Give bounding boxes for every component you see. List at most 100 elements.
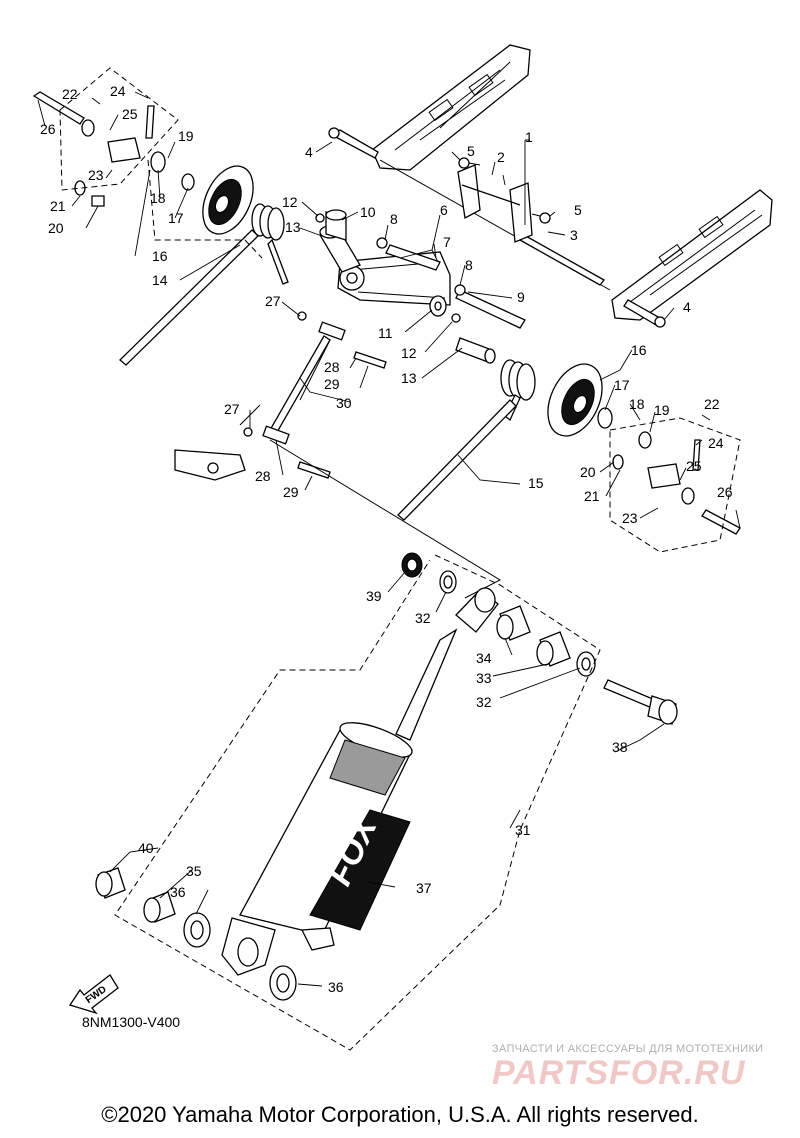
- callout-31: 31: [515, 822, 531, 838]
- watermark-logo: PARTSFOR.RU: [492, 1054, 746, 1092]
- callout-29a: 29: [324, 376, 340, 392]
- callout-10: 10: [360, 204, 376, 220]
- shock-eye-top: [455, 587, 499, 633]
- callout-33: 33: [476, 670, 492, 686]
- callout-13b: 13: [401, 370, 417, 386]
- small-parts-right: [597, 407, 741, 535]
- callout-26a: 26: [40, 121, 56, 137]
- spring-arm-15: [397, 399, 517, 521]
- washer-32-bottom: [576, 651, 596, 677]
- callout-3: 3: [570, 227, 578, 243]
- group-22-right: [609, 417, 741, 553]
- callout-27b: 27: [224, 401, 240, 417]
- watermark-tagline: ЗАПЧАСТИ И АКСЕССУАРЫ ДЛЯ МОТОТЕХНИКИ: [492, 1043, 764, 1055]
- frame-rail-lower: [611, 189, 773, 321]
- callout-23a: 23: [88, 167, 104, 183]
- callout-16b: 16: [631, 342, 647, 358]
- callout-2: 2: [497, 149, 505, 165]
- spring-arm-14: [119, 229, 259, 366]
- callout-5a: 5: [467, 143, 475, 159]
- callout-22b: 22: [704, 396, 720, 412]
- callout-9: 9: [517, 289, 525, 305]
- bushing-36-top: [183, 912, 211, 948]
- callout-19b: 19: [654, 402, 670, 418]
- collar-33: [536, 631, 571, 667]
- callout-17b: 17: [614, 377, 630, 393]
- callout-23b: 23: [622, 510, 638, 526]
- shock-rod: [395, 628, 458, 741]
- collar-40: [95, 867, 126, 899]
- bushing-39: [401, 552, 423, 578]
- group-31-shock: [114, 554, 601, 1051]
- callout-21a: 21: [50, 198, 66, 214]
- callout-26b: 26: [717, 484, 733, 500]
- callout-17a: 17: [168, 210, 184, 226]
- callout-12a: 12: [282, 194, 298, 210]
- callout-20a: 20: [48, 220, 64, 236]
- callout-25a: 25: [122, 106, 138, 122]
- group-16-left: [147, 159, 263, 259]
- collar-35: [143, 891, 176, 923]
- callout-37: 37: [416, 880, 432, 896]
- callout-30: 30: [336, 395, 352, 411]
- mount-bracket-lower: [174, 449, 246, 481]
- callout-1: 1: [525, 129, 533, 145]
- callout-12b: 12: [401, 345, 417, 361]
- callout-8b: 8: [465, 257, 473, 273]
- group-22-left: [59, 67, 179, 191]
- collar-13-lower: [455, 337, 496, 364]
- callout-24b: 24: [708, 435, 724, 451]
- callout-32a: 32: [415, 610, 431, 626]
- callout-28b: 28: [255, 468, 271, 484]
- callout-6: 6: [440, 202, 448, 218]
- callout-5b: 5: [574, 202, 582, 218]
- washer-32-top: [439, 570, 457, 594]
- bolt-5-upper: [458, 157, 481, 169]
- callouts: 1 2 3 4 4 5 5 6 7 8 8 9 10 11 12 12 13 1…: [40, 83, 733, 995]
- bolt-4-lower: [623, 299, 666, 328]
- copyright-notice: ©2020 Yamaha Motor Corporation, U.S.A. A…: [101, 1102, 699, 1127]
- callout-14: 14: [152, 272, 168, 288]
- callout-18a: 18: [150, 190, 166, 206]
- callout-29b: 29: [283, 484, 299, 500]
- callout-16a: 16: [152, 248, 168, 264]
- callout-39: 39: [366, 588, 382, 604]
- callout-24a: 24: [110, 83, 126, 99]
- collar-34: [496, 605, 531, 641]
- link-rod-30: [243, 311, 387, 479]
- bolt-38: [603, 679, 678, 725]
- shock-body: FOX: [239, 722, 413, 936]
- callout-7: 7: [443, 234, 451, 250]
- idler-wheel-left: [202, 165, 254, 235]
- bushing-36-bottom: [269, 965, 297, 1001]
- idler-wheel-right: [547, 363, 603, 437]
- bushing-11: [429, 295, 447, 317]
- small-parts-left: [32, 91, 195, 207]
- shock-eye-bottom: [221, 917, 335, 976]
- callout-32b: 32: [476, 694, 492, 710]
- callout-4b: 4: [683, 299, 691, 315]
- shaft-8-9: [376, 237, 526, 329]
- callout-40: 40: [138, 840, 154, 856]
- callout-38: 38: [612, 739, 628, 755]
- bracket-assembly: [457, 164, 533, 243]
- callout-36a: 36: [170, 884, 186, 900]
- callout-4a: 4: [305, 144, 313, 160]
- callout-11: 11: [378, 325, 393, 341]
- leader-lines: [37, 91, 741, 987]
- callout-22a: 22: [62, 86, 78, 102]
- callout-18b: 18: [629, 396, 645, 412]
- callout-15: 15: [528, 475, 544, 491]
- callout-13a: 13: [285, 219, 301, 235]
- callout-35: 35: [186, 863, 202, 879]
- bolt-4-upper: [328, 127, 379, 159]
- bolt-5-lower: [531, 212, 551, 224]
- callout-19a: 19: [178, 128, 194, 144]
- collar-10: [325, 209, 347, 241]
- callout-20b: 20: [580, 464, 596, 480]
- fwd-arrow: FWD: [68, 974, 119, 1015]
- callout-28a: 28: [324, 359, 340, 375]
- callout-21b: 21: [584, 488, 600, 504]
- diagram-code: 8NM1300-V400: [82, 1014, 181, 1030]
